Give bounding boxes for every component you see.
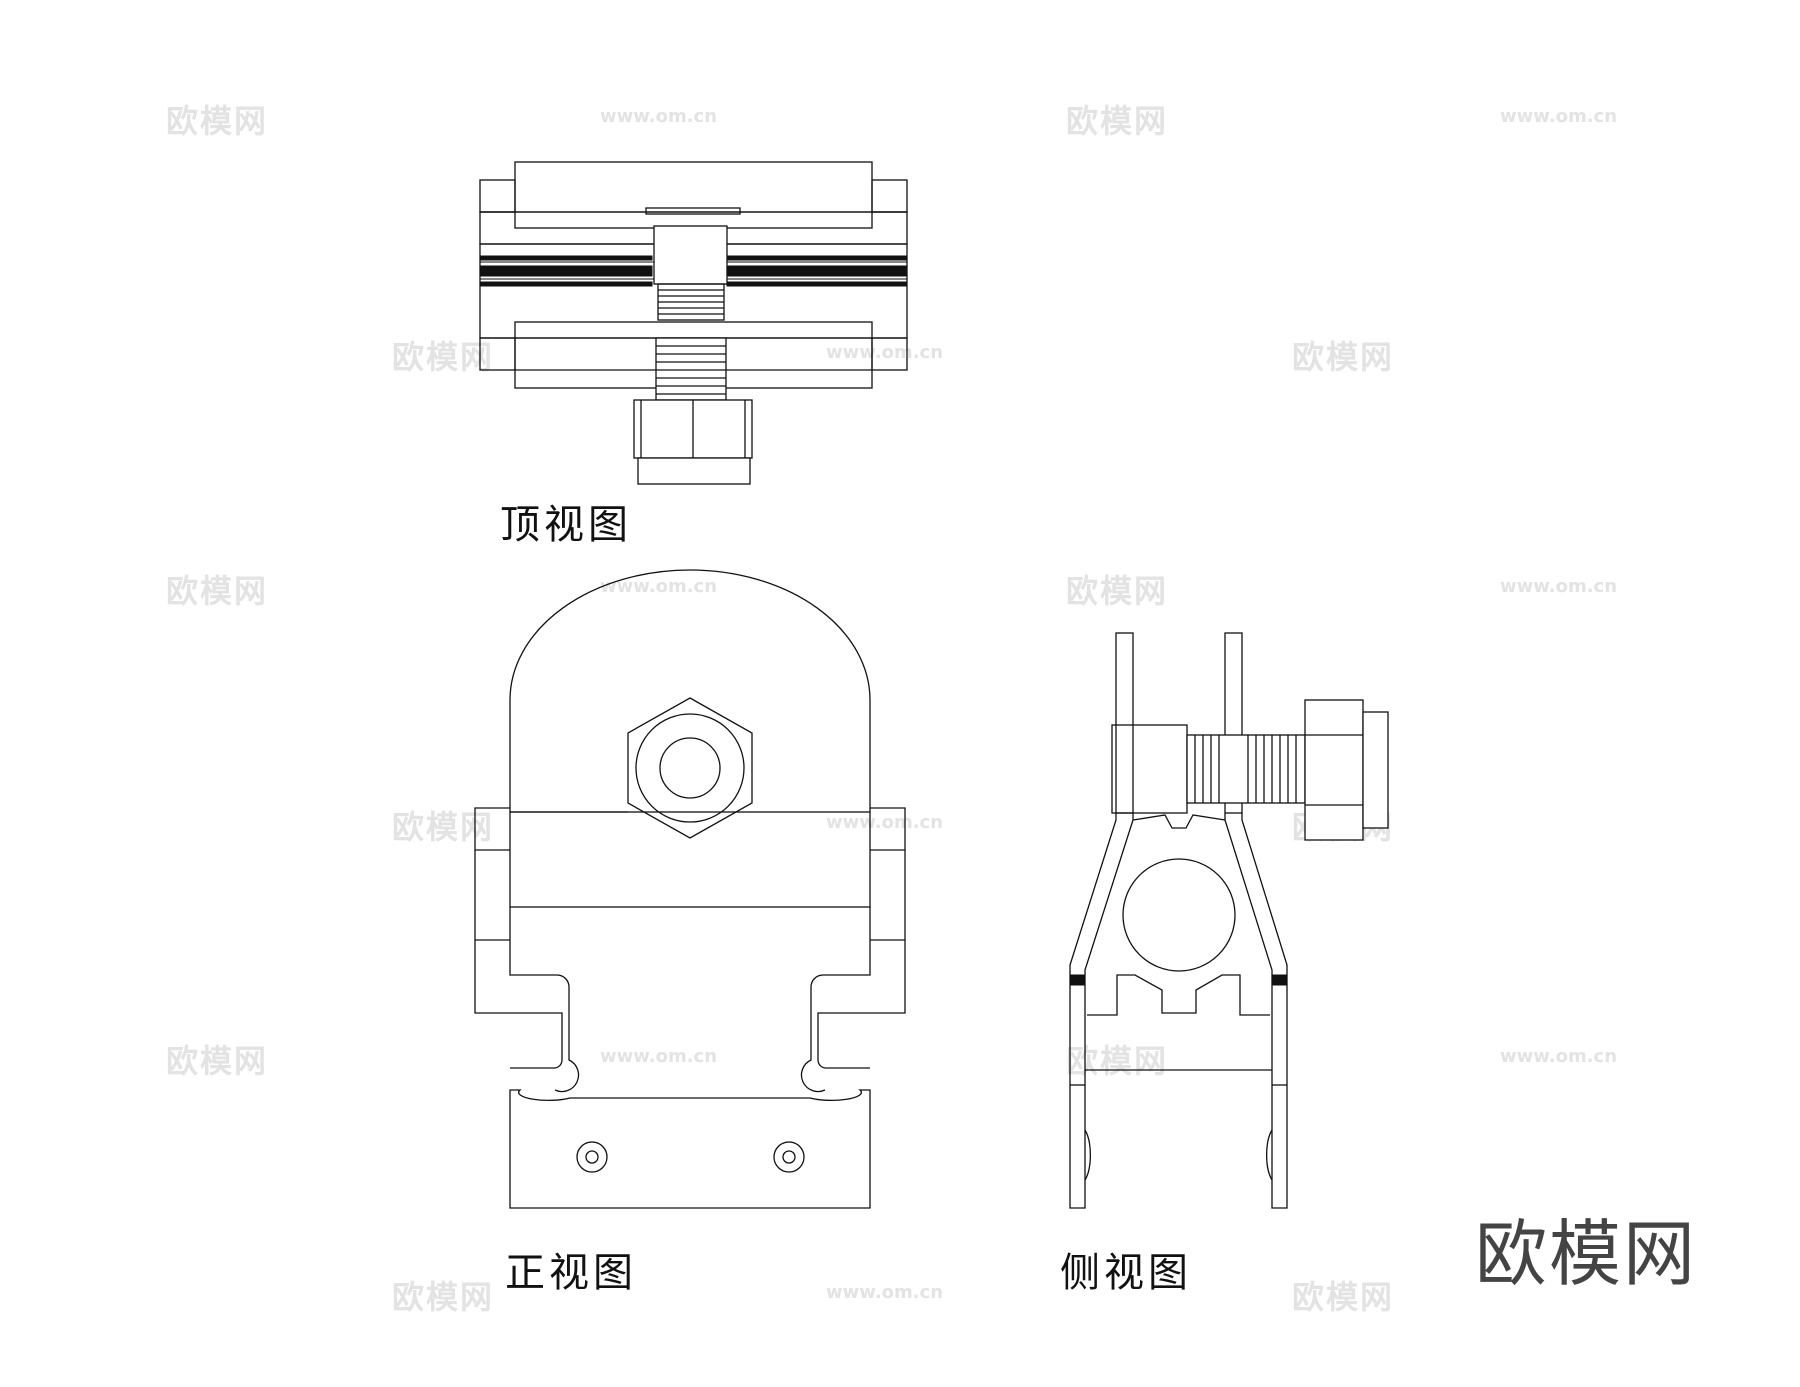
- front-right-side-tab: [817, 807, 906, 1069]
- top-lower-right-tab: [871, 337, 908, 371]
- top-bolt-block: [653, 225, 728, 285]
- front-view-label: 正视图: [505, 1250, 637, 1296]
- side-left-arm: [1069, 813, 1134, 1209]
- top-band: [479, 255, 653, 261]
- side-clamp-bottom: [1087, 974, 1270, 1016]
- front-crossbar: [509, 811, 871, 908]
- side-view-drawing: [1069, 632, 1389, 1209]
- front-base-plate: [509, 1089, 871, 1209]
- top-spring-lower: [655, 337, 727, 401]
- side-spring: [1186, 734, 1306, 804]
- top-view-drawing: [479, 161, 908, 485]
- side-left-band: [1069, 974, 1086, 986]
- side-left-jaw-plate: [1115, 632, 1134, 814]
- side-washer: [1362, 711, 1389, 829]
- top-band: [479, 265, 653, 277]
- front-right-rivet: [773, 1141, 805, 1173]
- top-view-label: 顶视图: [500, 502, 632, 548]
- front-left-side-tab: [474, 807, 563, 1069]
- top-washer: [637, 457, 751, 485]
- front-arch-top: [509, 569, 871, 720]
- front-hex-nut: [627, 697, 753, 839]
- top-band: [726, 255, 908, 261]
- side-right-arm: [1224, 813, 1288, 1209]
- side-view-label: 侧视图: [1060, 1250, 1192, 1296]
- top-lower-left-tab: [479, 337, 516, 371]
- top-band: [726, 281, 908, 287]
- top-upper-left-tab: [479, 179, 516, 213]
- top-band: [479, 281, 653, 287]
- top-upper-flange: [514, 161, 873, 229]
- front-left-rivet: [576, 1141, 608, 1173]
- brand-logo: 欧模网: [1475, 1212, 1698, 1296]
- top-spring-upper: [657, 283, 725, 321]
- side-clamp-top: [1132, 814, 1226, 829]
- side-nut: [1304, 699, 1364, 841]
- side-right-jaw-plate: [1224, 632, 1243, 814]
- side-right-band: [1271, 974, 1288, 986]
- top-band: [726, 265, 908, 277]
- front-nut-ring: [635, 713, 745, 823]
- side-bolt-head: [1111, 724, 1188, 814]
- top-upper-right-tab: [871, 179, 908, 213]
- front-view-drawing: [474, 569, 906, 1209]
- front-nut-hole: [659, 737, 721, 799]
- side-pipe-hole: [1122, 858, 1236, 972]
- top-clip-plate: [645, 207, 741, 215]
